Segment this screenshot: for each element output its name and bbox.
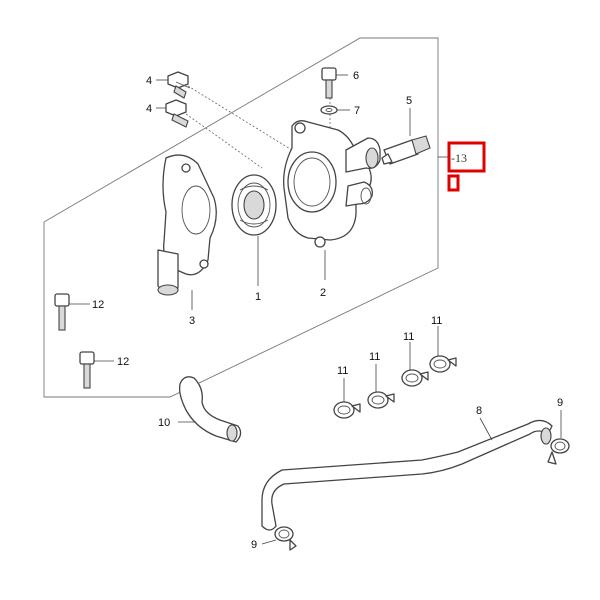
callout-5: 5 (406, 95, 412, 107)
highlight-box-small (447, 174, 460, 192)
alignment-line (185, 113, 263, 169)
bolt-part-12-upper (54, 293, 90, 331)
hose-part-10 (178, 376, 242, 443)
clamp-part-11-a (333, 378, 361, 419)
callout-11-d: 11 (431, 315, 442, 327)
callout-11-c: 11 (403, 331, 414, 343)
clamp-part-11-b (367, 364, 395, 409)
callout-8: 8 (476, 405, 482, 417)
highlight-box-13 (447, 141, 486, 173)
callout-2: 2 (320, 287, 326, 299)
callout-11-a: 11 (337, 365, 348, 377)
callout-11-b: 11 (369, 351, 380, 363)
clamp-part-9-right (547, 410, 570, 465)
thermostat-housing-part-2 (283, 120, 381, 280)
callout-12-lower: 12 (117, 356, 129, 368)
assembly-frame (43, 37, 439, 398)
sensor-part-5 (381, 108, 431, 165)
washer-part-7 (320, 105, 338, 115)
callout-13: -13 (451, 151, 467, 165)
callout-10: 10 (158, 417, 170, 429)
callout-9-right: 9 (557, 397, 563, 409)
bolt-part-4-lower (165, 99, 189, 128)
clamp-part-9-left (261, 526, 297, 551)
bolt-part-4-upper (167, 71, 191, 99)
callout-4-upper: 4 (146, 75, 152, 87)
callout-4-lower: 4 (146, 103, 152, 115)
elbow-part-3 (157, 154, 217, 310)
callout-12-upper: 12 (92, 299, 104, 311)
callout-7: 7 (354, 105, 360, 117)
hose-part-8 (261, 417, 553, 531)
clamp-part-11-d (429, 326, 457, 373)
callout-6: 6 (353, 70, 359, 82)
bolt-part-12-lower (79, 351, 114, 389)
clamp-part-11-c (401, 342, 429, 387)
thermostat-part-1 (231, 174, 277, 286)
callout-3: 3 (189, 315, 195, 327)
callout-1: 1 (255, 291, 261, 303)
bolt-part-6 (321, 67, 337, 99)
alignment-line (187, 85, 301, 156)
callout-9-left: 9 (251, 539, 257, 551)
